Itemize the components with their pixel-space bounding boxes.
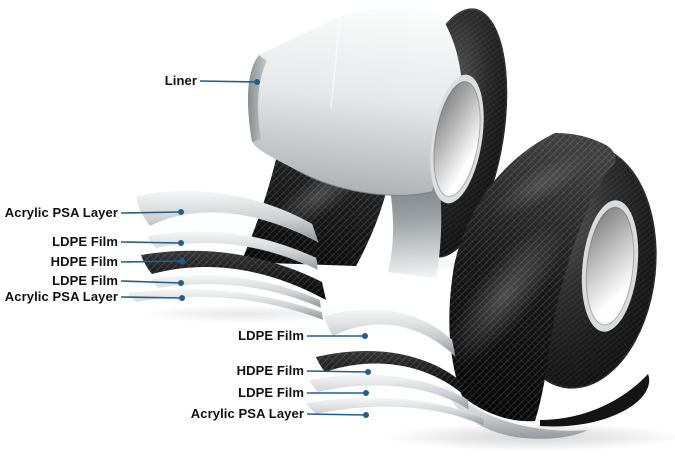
- callout-label-acrylic-psa-top: Acrylic PSA Layer: [4, 205, 118, 220]
- tape-strip-right: [445, 133, 616, 422]
- roll-core-left: [430, 74, 484, 204]
- layer-ldpe-top: [147, 231, 319, 271]
- callout-label-ldpe-top: LDPE Film: [52, 234, 118, 249]
- layer-ldpe-bottom: [150, 274, 322, 309]
- layer-hdpe-texture: [316, 350, 465, 396]
- layer-ldpe-bottom: [308, 374, 470, 411]
- layer-ldpe-top: [323, 308, 456, 357]
- layer-acrylic-psa-bottom: [126, 288, 324, 321]
- callout-lines: [120, 80, 369, 416]
- callout-label-r-ldpe-bottom: LDPE Film: [238, 385, 304, 400]
- callout-label-r-acrylic-psa: Acrylic PSA Layer: [190, 406, 304, 421]
- callout-label-hdpe: HDPE Film: [50, 254, 118, 269]
- callout-label-r-hdpe: HDPE Film: [236, 363, 304, 378]
- callout-label-liner: Liner: [164, 73, 197, 88]
- layer-stack-left: [126, 190, 326, 321]
- roll-core-right: [581, 200, 639, 332]
- callout-dots: [178, 79, 371, 418]
- callout-label-ldpe-bottom: LDPE Film: [52, 273, 118, 288]
- bottom-curl-sheet: [443, 382, 588, 439]
- layer-stack-right: [305, 308, 485, 427]
- bottom-curl-black: [540, 374, 650, 427]
- layer-acrylic-psa-top: [135, 190, 319, 243]
- liner-sheet: [247, 7, 463, 196]
- tape-roll-right: [305, 120, 657, 439]
- tape-roll-left: [126, 7, 508, 321]
- callout-label-acrylic-psa-bottom: Acrylic PSA Layer: [4, 289, 118, 304]
- callout-label-r-ldpe-top: LDPE Film: [238, 328, 304, 343]
- layer-acrylic-psa: [305, 397, 485, 427]
- layer-hdpe-texture: [141, 250, 326, 300]
